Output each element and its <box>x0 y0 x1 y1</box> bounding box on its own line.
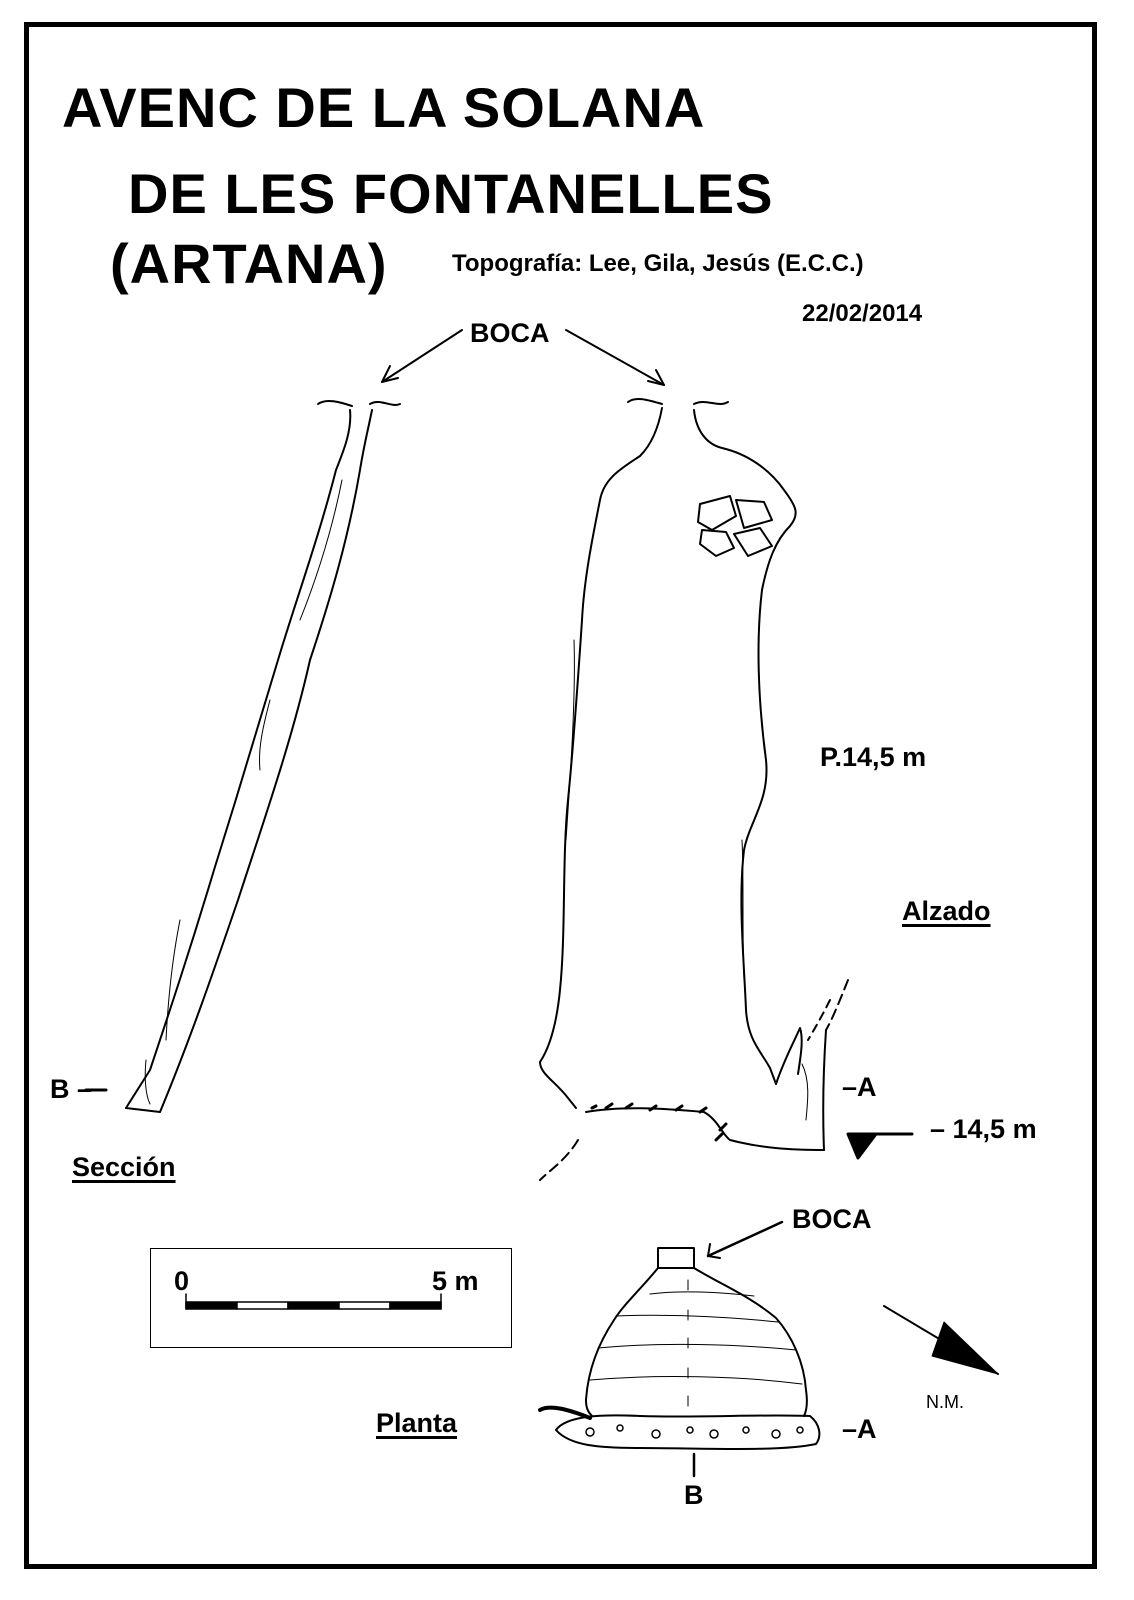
elevation-pit <box>539 397 849 1181</box>
title-line-3: (ARTANA) <box>110 232 388 295</box>
scale-bar <box>185 1293 442 1310</box>
pit-depth-label: P.14,5 m <box>820 742 927 772</box>
plan-view <box>538 1220 821 1478</box>
map-border <box>24 22 1097 1569</box>
section-a-label: –A <box>842 1072 877 1102</box>
scale-end-label: 5 m <box>432 1266 479 1296</box>
section-shaft <box>125 399 401 1113</box>
depth-marker-label: – 14,5 m <box>930 1114 1037 1144</box>
north-label: N.M. <box>926 1392 964 1412</box>
topography-credit: Topografía: Lee, Gila, Jesús (E.C.C.) <box>452 250 864 277</box>
seccion-label: Sección <box>72 1152 176 1182</box>
planta-label: Planta <box>376 1408 458 1438</box>
title-line-2: DE LES FONTANELLES <box>128 162 774 225</box>
scale-bar-box <box>150 1248 512 1348</box>
alzado-label: Alzado <box>902 896 991 926</box>
boca-label-top: BOCA <box>470 318 550 348</box>
scale-start-label: 0 <box>174 1266 190 1296</box>
section-b-plan-label: B <box>684 1480 704 1510</box>
boca-pointer-arrows <box>381 329 665 386</box>
title-line-1: AVENC DE LA SOLANA <box>62 76 706 139</box>
survey-date: 22/02/2014 <box>802 300 923 327</box>
section-a-plan-label: –A <box>842 1414 877 1444</box>
north-arrow-icon <box>883 1305 999 1375</box>
boulder-cluster <box>697 495 773 557</box>
depth-marker <box>846 1132 914 1160</box>
boca-label-plan: BOCA <box>792 1204 872 1234</box>
